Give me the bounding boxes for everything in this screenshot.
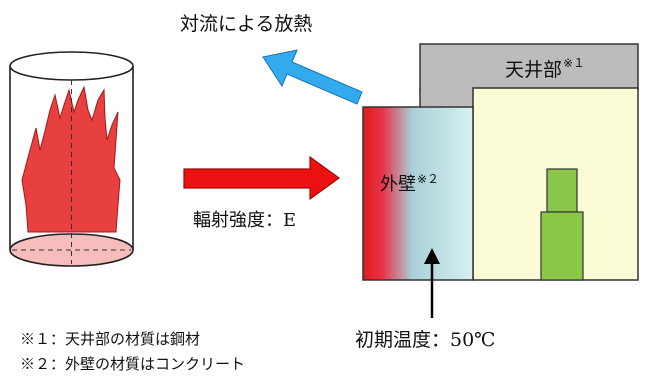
flame-shape [21, 85, 121, 233]
equipment-lower-block [540, 211, 584, 281]
ceiling-side [420, 88, 473, 108]
equipment-upper-block [546, 168, 578, 213]
ceiling-section: 天井部 ※１ [419, 43, 639, 108]
convection-arrow [262, 49, 363, 105]
fire-source [9, 51, 134, 267]
outer-wall: 外壁 ※２ [362, 106, 474, 281]
footnote-1: ※１：天井部の材質は鋼材 [20, 330, 200, 348]
ceiling-mark: ※１ [563, 56, 585, 70]
cylinder-top-ellipse [9, 51, 134, 81]
convection-label: 対流による放熱 [180, 13, 312, 35]
ceiling-top [419, 43, 639, 91]
equipment [540, 168, 584, 281]
footnote-2: ※２：外壁の材質はコンクリート [20, 355, 245, 373]
wall-label: 外壁 [380, 174, 416, 195]
outer-wall-body [362, 106, 474, 281]
radiation-arrow [183, 155, 341, 201]
radiation-label: 輻射強度：E [193, 210, 296, 231]
temp-arrow-head [424, 248, 440, 264]
ceiling-label: 天井部 [505, 59, 562, 81]
wall-mark: ※２ [417, 172, 439, 186]
initial-temp-label: 初期温度：50℃ [355, 329, 495, 351]
initial-temperature-arrow [424, 248, 440, 318]
